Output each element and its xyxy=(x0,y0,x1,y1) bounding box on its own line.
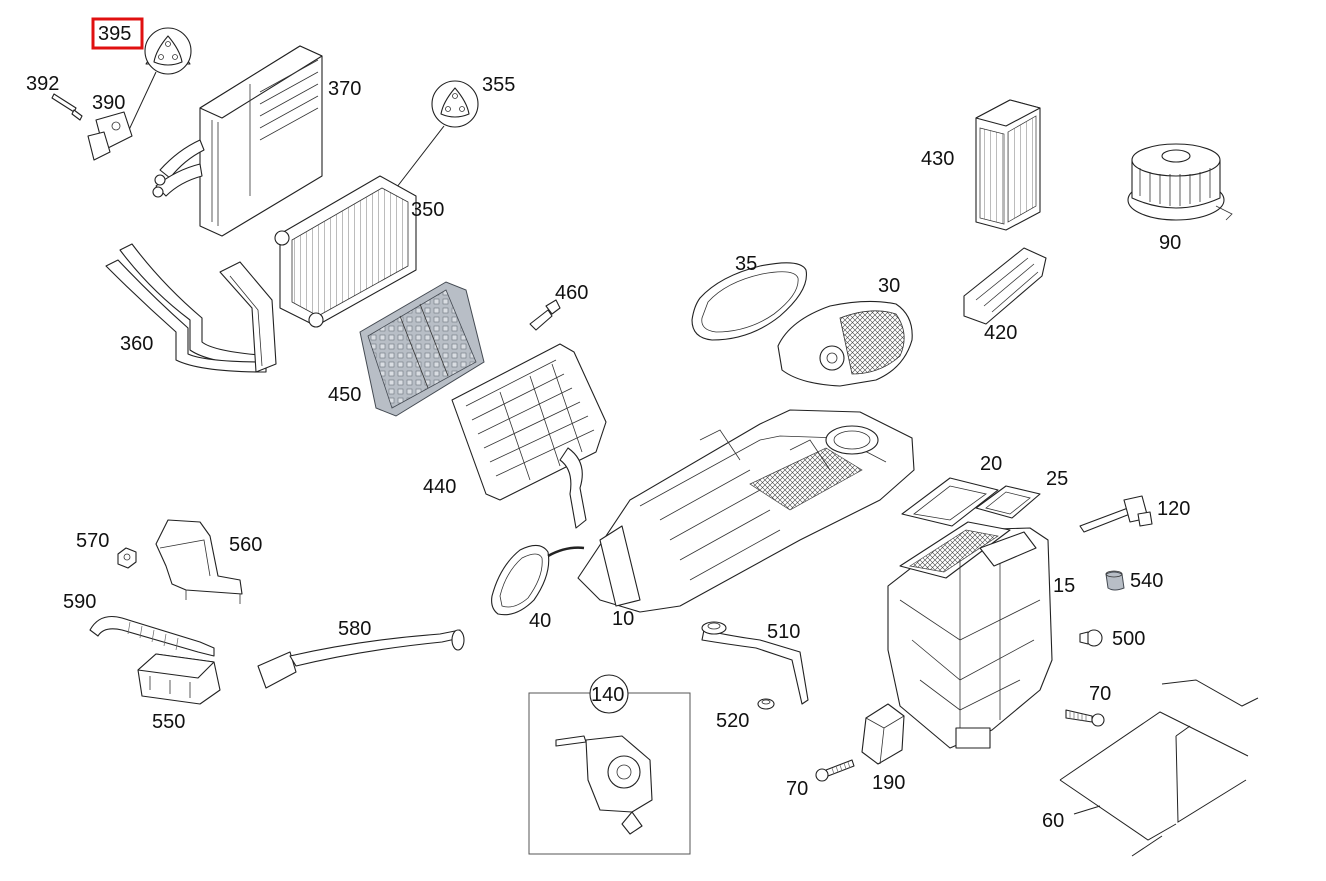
part-570-nut[interactable] xyxy=(117,547,137,569)
part-70-screw-b[interactable] xyxy=(815,759,855,782)
label-40: 40 xyxy=(529,610,551,632)
part-440-air-frame[interactable] xyxy=(451,343,607,529)
label-450: 450 xyxy=(328,384,361,406)
part-540-grommet[interactable] xyxy=(1105,570,1125,591)
label-580: 580 xyxy=(338,618,371,640)
leader-40 xyxy=(547,546,585,558)
label-510: 510 xyxy=(767,621,800,643)
label-550: 550 xyxy=(152,711,185,733)
label-520: 520 xyxy=(716,710,749,732)
label-15: 15 xyxy=(1053,575,1075,597)
part-90-blower-motor[interactable] xyxy=(1127,143,1233,221)
label-570: 570 xyxy=(76,530,109,552)
label-60: 60 xyxy=(1042,810,1064,832)
part-550-control-unit[interactable] xyxy=(137,653,221,705)
part-120-sensor[interactable] xyxy=(1079,495,1153,533)
label-560: 560 xyxy=(229,534,262,556)
label-392: 392 xyxy=(26,73,59,95)
part-350-heater-core[interactable] xyxy=(274,175,417,328)
part-60-template[interactable] xyxy=(1059,679,1259,857)
label-ring-140 xyxy=(589,674,629,714)
part-420-filter-holder[interactable] xyxy=(963,247,1047,325)
part-510-lever[interactable] xyxy=(701,621,809,705)
leader-60 xyxy=(1073,805,1101,815)
part-450-filter-screen[interactable] xyxy=(359,281,485,417)
part-460-pin[interactable] xyxy=(529,299,561,331)
part-580-sensor-cable[interactable] xyxy=(257,629,465,689)
part-70-screw-a[interactable] xyxy=(1065,709,1105,727)
part-35-seal[interactable] xyxy=(691,262,808,341)
label-440: 440 xyxy=(423,476,456,498)
label-360: 360 xyxy=(120,333,153,355)
label-140: 140 xyxy=(591,684,624,706)
part-590-cable[interactable] xyxy=(89,615,215,657)
part-355-gasket[interactable] xyxy=(431,80,479,128)
label-540: 540 xyxy=(1130,570,1163,592)
part-140-actuator-assembly[interactable] xyxy=(555,735,653,835)
part-520-bushing[interactable] xyxy=(757,698,775,710)
label-390: 390 xyxy=(92,92,125,114)
label-90: 90 xyxy=(1159,232,1181,254)
label-370: 370 xyxy=(328,78,361,100)
part-560-bracket[interactable] xyxy=(155,519,243,604)
label-350: 350 xyxy=(411,199,444,221)
part-30-blower-housing[interactable] xyxy=(777,300,913,387)
label-70-b: 70 xyxy=(786,778,808,800)
label-10: 10 xyxy=(612,608,634,630)
leader-395 xyxy=(127,71,157,133)
part-430-cabin-filter[interactable] xyxy=(975,99,1041,231)
part-15-distributor-housing[interactable] xyxy=(887,521,1053,749)
label-430: 430 xyxy=(921,148,954,170)
part-500-screw[interactable] xyxy=(1079,629,1103,647)
leader-355 xyxy=(389,125,445,197)
part-40-seal[interactable] xyxy=(491,544,550,616)
part-25-seal[interactable] xyxy=(975,485,1041,519)
part-190-actuator-motor[interactable] xyxy=(861,703,905,765)
label-460: 460 xyxy=(555,282,588,304)
label-500: 500 xyxy=(1112,628,1145,650)
label-30: 30 xyxy=(878,275,900,297)
highlight-box-395 xyxy=(91,17,144,50)
label-395: 395 xyxy=(98,23,131,45)
part-395-gasket[interactable] xyxy=(144,27,192,75)
label-20: 20 xyxy=(980,453,1002,475)
part-10-main-housing[interactable] xyxy=(577,409,915,613)
label-590: 590 xyxy=(63,591,96,613)
part-370-evaporator[interactable] xyxy=(152,45,323,237)
part-20-seal[interactable] xyxy=(901,477,999,527)
label-120: 120 xyxy=(1157,498,1190,520)
label-35: 35 xyxy=(735,253,757,275)
part-390-expansion-valve[interactable] xyxy=(87,111,133,161)
label-70-a: 70 xyxy=(1089,683,1111,705)
label-355: 355 xyxy=(482,74,515,96)
label-190: 190 xyxy=(872,772,905,794)
label-25: 25 xyxy=(1046,468,1068,490)
part-360-heater-pipes[interactable] xyxy=(105,243,277,373)
label-420: 420 xyxy=(984,322,1017,344)
part-392-bolt[interactable] xyxy=(51,93,83,121)
